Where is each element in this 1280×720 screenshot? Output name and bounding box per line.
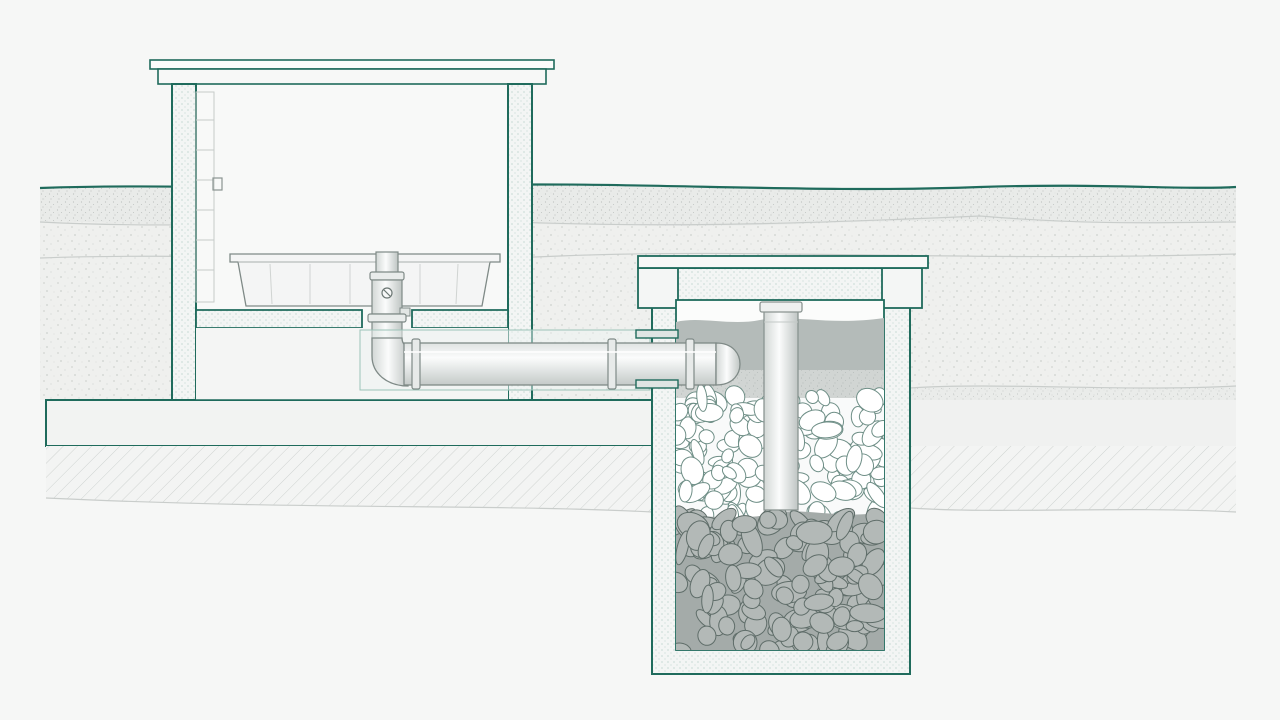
stone bbox=[721, 466, 737, 480]
stone bbox=[743, 578, 764, 600]
stone bbox=[740, 634, 756, 650]
stone bbox=[775, 586, 794, 605]
stone bbox=[676, 571, 689, 594]
stone bbox=[718, 543, 743, 566]
stones-light bbox=[676, 383, 884, 528]
pipe-coupling bbox=[685, 338, 695, 390]
stone bbox=[866, 481, 884, 509]
stone bbox=[871, 419, 884, 438]
stone bbox=[791, 574, 810, 594]
drain-pipe bbox=[371, 329, 741, 390]
stone bbox=[764, 556, 784, 578]
stone bbox=[826, 631, 849, 650]
floor-slab bbox=[195, 309, 509, 329]
stone bbox=[729, 407, 745, 424]
door-handle bbox=[212, 177, 223, 191]
stone bbox=[835, 510, 854, 541]
stone bbox=[809, 454, 825, 473]
stone bbox=[697, 533, 715, 559]
stone bbox=[870, 466, 884, 481]
stone bbox=[676, 402, 689, 422]
stone bbox=[858, 573, 884, 601]
stone bbox=[828, 556, 855, 577]
stone bbox=[803, 593, 835, 611]
stone bbox=[832, 606, 851, 627]
wall-seal-top bbox=[635, 329, 679, 339]
stone bbox=[678, 479, 693, 503]
stone bbox=[704, 490, 724, 510]
stone bbox=[697, 625, 717, 646]
stone bbox=[811, 421, 843, 439]
stone bbox=[771, 616, 792, 642]
stone bbox=[845, 444, 863, 473]
stone bbox=[849, 603, 884, 624]
stone bbox=[738, 434, 763, 458]
roof-beam bbox=[157, 68, 547, 85]
stone bbox=[759, 511, 777, 529]
roof-slab bbox=[149, 59, 555, 70]
stone bbox=[802, 554, 828, 577]
pipe-coupling bbox=[411, 338, 421, 390]
stones-dark bbox=[676, 505, 884, 650]
stone bbox=[721, 448, 734, 464]
stone bbox=[676, 530, 690, 566]
stone bbox=[792, 631, 814, 650]
stone bbox=[725, 564, 742, 592]
stone bbox=[815, 389, 831, 407]
stone bbox=[856, 387, 884, 413]
stone bbox=[809, 612, 835, 634]
stone bbox=[676, 424, 687, 446]
stone bbox=[759, 640, 780, 650]
washtub bbox=[229, 253, 501, 307]
stone bbox=[701, 584, 714, 614]
stone bbox=[731, 515, 758, 534]
left-wall bbox=[171, 83, 197, 401]
stone bbox=[845, 620, 864, 633]
stone bbox=[698, 429, 715, 445]
stone bbox=[718, 616, 736, 636]
stone bbox=[862, 519, 884, 545]
wall-seal-bottom bbox=[635, 379, 679, 389]
stone bbox=[795, 520, 833, 545]
stone bbox=[810, 481, 837, 503]
pipe-coupling bbox=[607, 338, 617, 390]
stone bbox=[676, 642, 692, 650]
stone bbox=[805, 389, 819, 405]
vent-riser bbox=[759, 301, 803, 511]
